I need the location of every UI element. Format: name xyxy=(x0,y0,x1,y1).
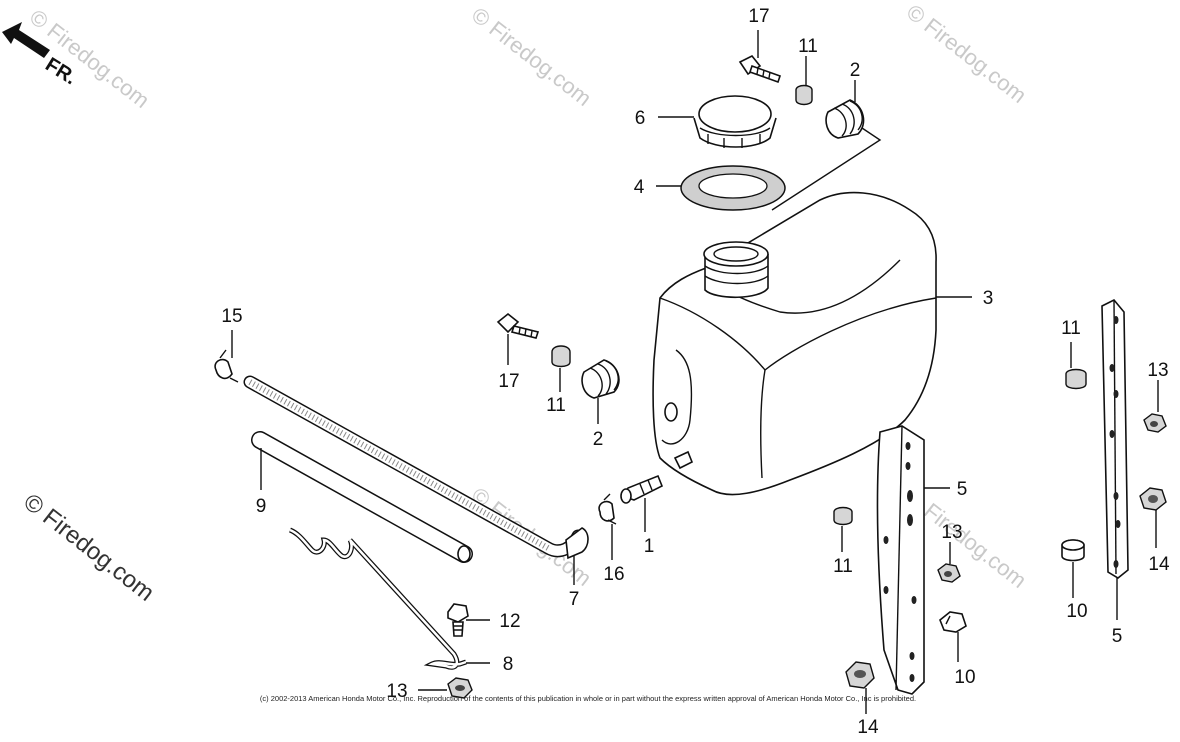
right-stay xyxy=(1101,299,1129,579)
callout-10-right: 10 xyxy=(1066,601,1087,622)
fuel-tank xyxy=(652,191,937,496)
stay-collar-nut-1 xyxy=(833,506,853,526)
fuel-joint xyxy=(620,474,664,504)
stay-collar-nut-2 xyxy=(1065,368,1087,390)
upper-collar-nut xyxy=(795,84,813,106)
overflow-tube xyxy=(251,431,473,563)
callout-13-center: 13 xyxy=(941,522,962,543)
callout-14-center: 14 xyxy=(857,717,879,738)
watermark-1: © Firedog.com xyxy=(25,4,154,113)
middle-bolt xyxy=(496,312,540,339)
callout-6: 6 xyxy=(635,108,646,129)
wire-clamp xyxy=(288,527,467,670)
callout-13-right: 13 xyxy=(1147,360,1168,381)
upper-bolt xyxy=(738,54,782,84)
callout-8: 8 xyxy=(503,654,514,675)
callout-10-center: 10 xyxy=(954,667,975,688)
tube-clip-15 xyxy=(214,349,239,383)
fuel-tube xyxy=(243,375,589,560)
copyright-notice: (c) 2002-2013 American Honda Motor Co., … xyxy=(260,694,916,703)
callout-13-bottom: 13 xyxy=(386,681,407,702)
callout-5-center: 5 xyxy=(957,479,968,500)
callout-7: 7 xyxy=(569,589,580,610)
cap-gasket xyxy=(680,165,786,211)
callout-5-right: 5 xyxy=(1112,626,1123,647)
middle-grommet xyxy=(581,359,620,399)
callout-1: 1 xyxy=(644,536,655,557)
center-stay xyxy=(876,425,925,695)
bottom-nut xyxy=(447,677,473,699)
callout-14-right: 14 xyxy=(1148,554,1170,575)
callout-17-middle: 17 xyxy=(498,371,519,392)
flange-nut-2 xyxy=(1143,413,1167,433)
callout-11-upper: 11 xyxy=(798,36,818,57)
watermark-dark: © Firedog.com xyxy=(18,488,159,606)
callout-2-upper: 2 xyxy=(850,60,861,81)
callout-9: 9 xyxy=(256,496,267,517)
fuel-cap xyxy=(693,95,777,148)
callout-15: 15 xyxy=(221,306,242,327)
callout-2-middle: 2 xyxy=(593,429,604,450)
flange-bolt-2 xyxy=(1139,487,1167,511)
flange-bolt-1 xyxy=(845,661,875,689)
callout-12: 12 xyxy=(499,611,520,632)
callout-11-middle: 11 xyxy=(546,395,566,416)
middle-collar-nut xyxy=(551,345,571,368)
front-arrow-icon xyxy=(2,22,50,58)
callout-16: 16 xyxy=(603,564,624,585)
callout-17-upper: 17 xyxy=(748,6,769,27)
upper-grommet xyxy=(825,99,865,139)
callout-11-stay: 11 xyxy=(833,556,853,577)
callout-4: 4 xyxy=(634,177,645,198)
callouts: 1 2 2 3 4 5 5 6 7 8 9 10 10 11 11 11 11 … xyxy=(221,6,1170,738)
watermark-3: © Firedog.com xyxy=(902,0,1031,108)
stay-bolt-1 xyxy=(939,611,967,633)
callout-3: 3 xyxy=(983,288,994,309)
flange-nut-1 xyxy=(937,563,961,583)
watermark-2: © Firedog.com xyxy=(467,2,596,111)
stay-bolt-2 xyxy=(1061,539,1085,562)
clamp-bolt xyxy=(447,603,469,637)
tube-clip-16 xyxy=(598,493,617,525)
callout-11-right: 11 xyxy=(1061,318,1081,339)
